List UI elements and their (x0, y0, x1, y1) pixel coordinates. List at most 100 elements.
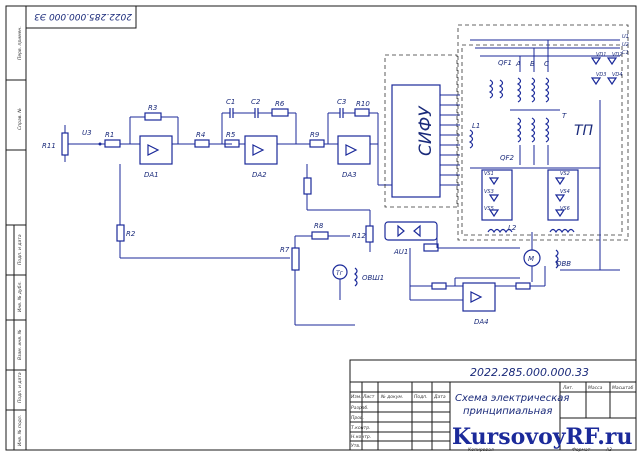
label-r9: R9 (310, 131, 320, 139)
r1-resistor (104, 139, 121, 148)
stamp-role-4: Утв. (351, 443, 360, 449)
sidebar-label-3: Инв. № дубл. (17, 281, 23, 312)
stamp-header-2: № докум. (380, 394, 403, 400)
stamp-header-4: Дата (433, 394, 446, 400)
stamp-bottom-2: A3 (605, 447, 612, 453)
label-l2: L2 (508, 224, 517, 232)
r9-resistor (309, 139, 325, 148)
label-b: B (530, 60, 535, 68)
stamp-col-2: Масштаб (612, 385, 634, 391)
top-code-box: 2022.285.000.000 Э3 (25, 5, 137, 29)
label-vs6: VS6 (560, 206, 570, 212)
label-a: A (515, 60, 521, 68)
label-r6: R6 (275, 100, 285, 108)
r-da4-in (431, 282, 447, 290)
sidebar-label-2: Подп. и дата (17, 234, 23, 265)
watermark-text: KursovoyRF.ru (452, 424, 632, 450)
label-t: T (562, 112, 567, 120)
stamp-role-1: Пров. (351, 415, 364, 421)
label-u1: U1 (622, 34, 629, 40)
stamp-header-3: Подп. (414, 394, 428, 400)
sidebar-label-1: Справ. № (17, 108, 23, 130)
label-vd4: VD4 (612, 72, 622, 78)
label-da1: DA1 (144, 171, 159, 179)
r12-resistor (365, 225, 374, 243)
drawing-title-line1: Схема электрическая (455, 393, 569, 404)
label-r5: R5 (226, 131, 236, 139)
label-vs4: VS4 (560, 189, 570, 195)
stamp-bottom-1: Формат (572, 447, 591, 453)
da2-opamp (244, 135, 278, 165)
shunt (423, 243, 439, 252)
stamp-header-1: Лист (362, 394, 375, 400)
label-l1: L1 (472, 122, 480, 130)
label-r3: R3 (148, 104, 157, 112)
label-ovv: ОВВ (556, 260, 571, 268)
sidebar-label-5: Подп. и дата (17, 372, 23, 403)
bridge-right (547, 169, 579, 221)
label-u2: U2 (622, 42, 629, 48)
label-tg: Tг (336, 270, 344, 277)
label-vs2: VS2 (560, 171, 570, 177)
label-da3: DA3 (342, 171, 357, 179)
title-block: 2022.285.000.000.33 Схема электрическая … (349, 359, 637, 453)
sidebar-label-6: Инв. № подл. (17, 415, 23, 446)
stamp-doc-code: 2022.285.000.000.33 (470, 366, 589, 379)
sifu-label: СИФУ (416, 105, 436, 156)
stamp-role-3: Н.контр. (351, 434, 371, 440)
r11-lower-resistor (303, 177, 312, 195)
stamp-header-0: Изм. (351, 394, 362, 400)
label-qf2: QF2 (500, 154, 515, 162)
label-c2: C2 (251, 98, 261, 106)
label-vd3: VD3 (596, 72, 606, 78)
label-au1: АU1 (393, 248, 408, 256)
label-ovsh: ОВШ1 (362, 274, 384, 282)
label-qf1: QF1 (498, 59, 512, 67)
label-da4: DA4 (474, 318, 489, 326)
label-c3: C3 (337, 98, 346, 106)
drawing-title-line2: принципиальная (463, 406, 552, 417)
tp-block: ТП (457, 24, 629, 271)
label-r4: R4 (196, 131, 205, 139)
label-r2: R2 (126, 230, 136, 238)
r4-resistor (194, 139, 210, 148)
au1-optocoupler (384, 221, 438, 241)
r8-resistor (311, 231, 329, 240)
label-r12: R12 (352, 232, 366, 240)
control-wiring (61, 108, 559, 326)
r3-resistor (144, 112, 162, 121)
stamp-role-0: Разраб. (351, 405, 369, 411)
sifu-block: СИФУ (384, 54, 460, 208)
stamp-col-0: Лит. (562, 385, 573, 391)
r11-resistor (61, 132, 69, 156)
label-c1: C1 (226, 98, 235, 106)
r2-resistor (116, 224, 125, 242)
label-vd1: VD1 (596, 52, 606, 58)
da3-opamp (337, 135, 371, 165)
da1-opamp (139, 135, 173, 165)
label-vs5: VS5 (484, 206, 494, 212)
label-uc1: C1 (622, 50, 629, 56)
sidebar-label-4: Взам. инв. № (17, 329, 23, 360)
label-da2: DA2 (252, 171, 267, 179)
label-c: C (544, 60, 549, 68)
label-m: M (528, 255, 534, 263)
r7-resistor (291, 247, 300, 271)
tp-label: ТП (574, 123, 594, 139)
sidebar-labels: Перв. примен. Справ. № Подп. и дата Инв.… (17, 26, 23, 446)
label-vs3: VS3 (484, 189, 494, 195)
sidebar-label-0: Перв. примен. (17, 26, 23, 60)
component-labels: R11 U3 R1 R3 DA1 R4 R5 C1 C2 R6 DA2 C3 R… (42, 34, 629, 326)
stamp-bottom-0: Копировал (468, 447, 494, 453)
top-doc-code: 2022.285.000.000 Э3 (34, 11, 132, 21)
r6-resistor (271, 108, 289, 117)
label-r7: R7 (280, 246, 290, 254)
bridge-left (481, 169, 513, 221)
label-r1: R1 (105, 131, 114, 139)
sifu-box (391, 84, 441, 198)
stamp-col-1: Масса (588, 385, 603, 391)
label-r10: R10 (356, 100, 370, 108)
label-r11: R11 (42, 142, 56, 150)
r-da4-fb (515, 282, 531, 290)
r10-resistor (354, 108, 370, 117)
